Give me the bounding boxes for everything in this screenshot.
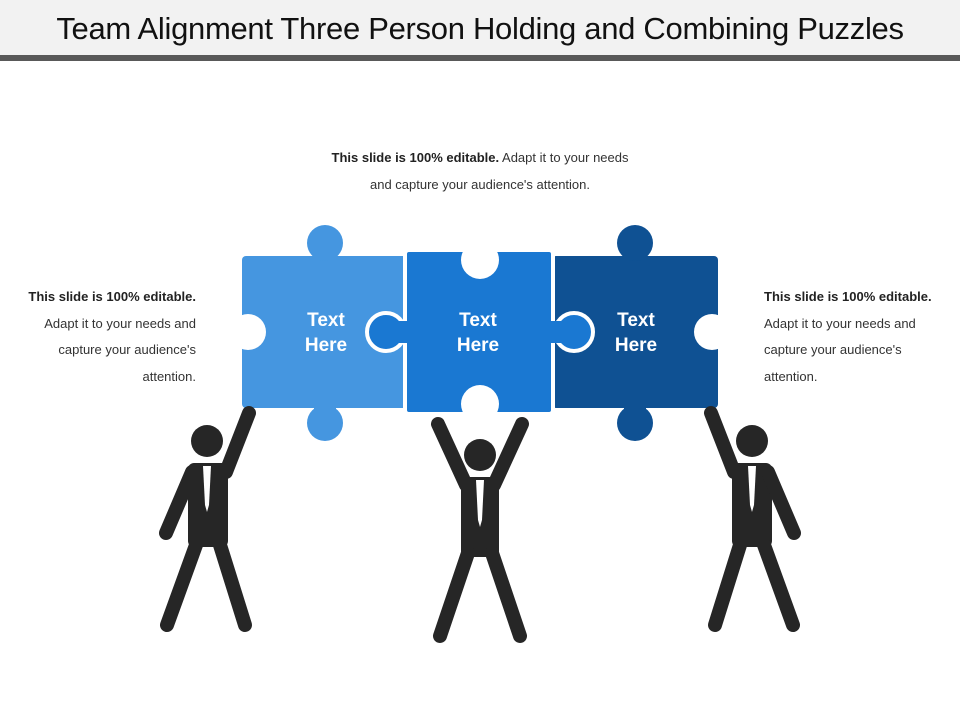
piece-1-line1: Text (307, 310, 345, 331)
piece-3-line1: Text (617, 310, 655, 331)
piece-1-line2: Here (304, 335, 348, 356)
callout-right: This slide is 100% editable. Adapt it to… (764, 284, 944, 390)
person-right (704, 406, 801, 632)
puzzle-piece-1 (230, 225, 408, 441)
person-left (159, 406, 256, 632)
header: Team Alignment Three Person Holding and … (0, 0, 960, 55)
callout-right-text: Adapt it to your needs and capture your … (764, 315, 916, 384)
piece-2-line2: Here (456, 335, 500, 356)
callout-left-text: Adapt it to your needs and capture your … (44, 315, 196, 384)
puzzle-piece-2 (365, 241, 595, 423)
puzzle-piece-3 (552, 225, 730, 441)
callout-left-bold: This slide is 100% editable. (28, 289, 196, 304)
person-middle (431, 417, 529, 643)
slide-title: Team Alignment Three Person Holding and … (56, 11, 904, 46)
callout-top-bold: This slide is 100% editable. (331, 150, 500, 165)
piece-2-line1: Text (459, 310, 497, 331)
header-divider (0, 55, 960, 61)
callout-right-bold: This slide is 100% editable. (764, 289, 932, 304)
callout-top: This slide is 100% editable. Adapt it to… (330, 145, 630, 198)
piece-3-line2: Here (614, 335, 658, 356)
callout-top-text: Adapt it to your needs and capture your … (369, 150, 629, 192)
callout-left: This slide is 100% editable. Adapt it to… (20, 284, 196, 390)
